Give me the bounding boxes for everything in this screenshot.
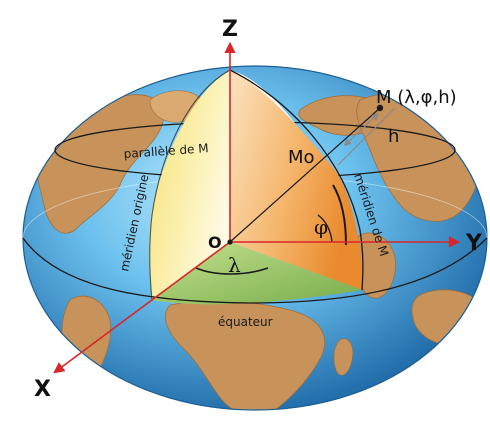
meridian-origin-wedge <box>149 70 230 300</box>
x-axis <box>53 241 231 374</box>
lambda-label: λ <box>228 253 241 277</box>
equator-label: équateur <box>218 315 273 329</box>
meridian-m-arc <box>229 69 364 291</box>
x-axis-label: X <box>34 377 51 402</box>
lambda-arc <box>195 267 269 275</box>
phi-arc <box>317 214 333 243</box>
south-america-shape <box>61 295 112 395</box>
equator-front <box>22 237 488 304</box>
phi-label: φ <box>314 215 328 239</box>
origin-point <box>227 239 233 245</box>
meridian-origin-arc <box>149 69 231 301</box>
meridian-m-wedge <box>230 70 362 290</box>
height-label: h <box>388 126 399 147</box>
point-m-label: M (λ,φ,h) <box>376 87 457 108</box>
madagascar-shape <box>333 338 353 376</box>
africa-shape <box>165 300 326 410</box>
phi-arc-outer <box>332 184 347 246</box>
point-m <box>376 104 384 112</box>
y-axis-label: Y <box>465 231 483 256</box>
point-mo-label: Mo <box>288 147 315 168</box>
equatorial-sector <box>152 242 362 305</box>
parallel-label: parallèle de M <box>123 141 209 161</box>
origin-label: O <box>208 233 222 252</box>
height-arrow <box>343 113 380 146</box>
z-axis-label: Z <box>222 17 238 42</box>
